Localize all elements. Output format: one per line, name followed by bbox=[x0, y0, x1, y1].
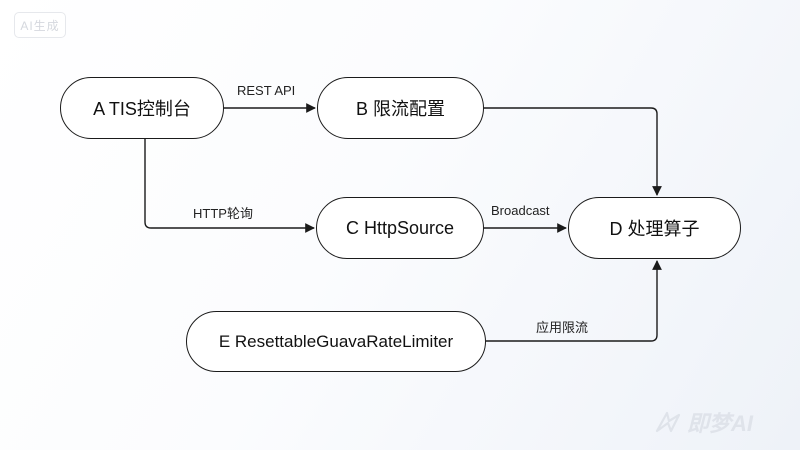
node-b-label: B 限流配置 bbox=[355, 99, 445, 119]
edge-label-http-polling: HTTP轮询 bbox=[193, 206, 253, 221]
edge-label-rest-api: REST API bbox=[237, 83, 296, 98]
badge-text: AI生成 bbox=[20, 18, 60, 33]
node-c-httpsource: C HttpSource bbox=[316, 197, 484, 259]
edge-label-apply-rate-limit: 应用限流 bbox=[536, 320, 589, 335]
node-c-label: C HttpSource bbox=[345, 217, 455, 238]
node-d-label: D 处理算子 bbox=[609, 219, 700, 239]
jimeng-watermark: 即梦AI bbox=[655, 404, 795, 440]
jimeng-logo-icon bbox=[655, 411, 681, 433]
node-d-processing-operator: D 处理算子 bbox=[568, 197, 741, 259]
edge-label-broadcast: Broadcast bbox=[491, 203, 550, 218]
ai-generated-badge: AI生成 bbox=[14, 12, 66, 38]
node-e-label: E ResettableGuavaRateLimiter bbox=[218, 331, 454, 351]
edge-e-d bbox=[486, 260, 662, 342]
edge-b-d bbox=[484, 107, 662, 196]
node-a-label: A TIS控制台 bbox=[93, 99, 191, 119]
node-b-rate-limit-config: B 限流配置 bbox=[317, 77, 484, 139]
edge-a-c bbox=[144, 139, 315, 233]
watermark-text: 即梦AI bbox=[687, 411, 754, 436]
node-e-rate-limiter: E ResettableGuavaRateLimiter bbox=[186, 311, 486, 372]
node-a-tis-console: A TIS控制台 bbox=[60, 77, 224, 139]
